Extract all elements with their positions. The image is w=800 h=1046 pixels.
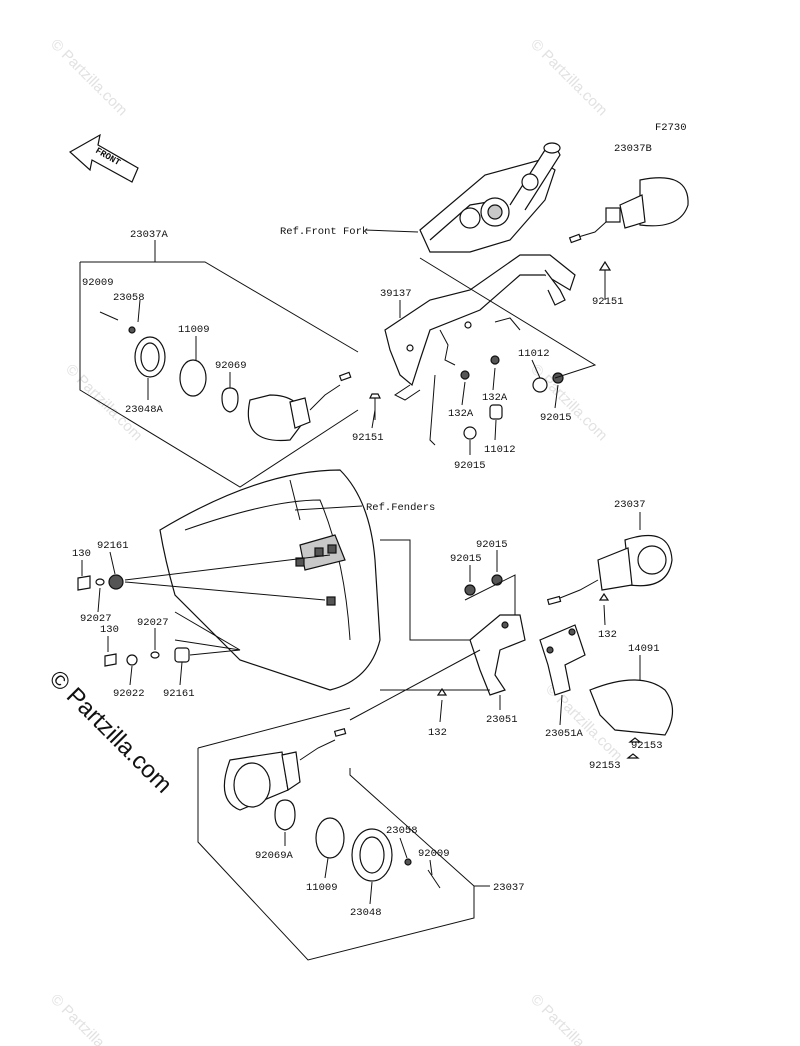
- label-23037A: 23037A: [130, 229, 169, 241]
- label-11012-lower: 11012: [484, 444, 516, 456]
- signal-23037B: [568, 177, 689, 244]
- label-92069A: 92069A: [255, 850, 294, 862]
- ref-fenders-label: Ref.Fenders: [366, 502, 435, 514]
- label-23037-right: 23037: [614, 499, 646, 511]
- label-23058-lower: 23058: [386, 825, 418, 837]
- label-92015-upper-right: 92015: [540, 412, 572, 424]
- watermark-main: © Partzilla.com: [44, 665, 177, 798]
- label-130-upper: 130: [72, 548, 91, 560]
- label-132A-left: 132A: [448, 408, 474, 420]
- part-labels: 23037B 23037A 92009 23058 11009 92069 23…: [72, 143, 663, 919]
- signal-23037A: [99, 311, 352, 442]
- front-fork: [419, 142, 561, 253]
- box-23037-lower: [197, 707, 490, 961]
- cover-14091: [589, 679, 674, 759]
- label-92151-upper: 92151: [592, 296, 624, 308]
- label-92153-left: 92153: [589, 760, 621, 772]
- label-23037B: 23037B: [614, 143, 652, 155]
- front-fender: [159, 469, 381, 691]
- label-132-left: 132: [428, 727, 447, 739]
- label-92161-upper: 92161: [97, 540, 129, 552]
- watermark-bottom-left: © Partzilla.com: [47, 991, 130, 1046]
- label-11012-upper: 11012: [518, 348, 550, 360]
- watermark-top-left: © Partzilla.com: [47, 36, 130, 119]
- label-23058-upper: 23058: [113, 292, 145, 304]
- watermark-mid-left: © Partzilla.com: [62, 361, 145, 444]
- box-23037A: [79, 240, 359, 488]
- label-23037-lower: 23037: [493, 882, 525, 894]
- label-11009-upper: 11009: [178, 324, 210, 336]
- mount-brackets: [436, 574, 610, 696]
- label-92027-upper: 92027: [80, 613, 112, 625]
- label-92153-right: 92153: [631, 740, 663, 752]
- label-132-right: 132: [598, 629, 617, 641]
- label-39137: 39137: [380, 288, 412, 300]
- label-23048A: 23048A: [125, 404, 164, 416]
- signal-23037-left: [223, 649, 481, 889]
- label-92027-lower: 92027: [137, 617, 169, 629]
- label-132A-right: 132A: [482, 392, 508, 404]
- label-92015-upper-left: 92015: [454, 460, 486, 472]
- label-92022: 92022: [113, 688, 145, 700]
- label-14091: 14091: [628, 643, 660, 655]
- label-23048: 23048: [350, 907, 382, 919]
- label-92151-lower: 92151: [352, 432, 384, 444]
- figure-code: F2730: [655, 122, 687, 134]
- label-92015-mid-left: 92015: [450, 553, 482, 565]
- label-130-lower: 130: [100, 624, 119, 636]
- label-23051: 23051: [486, 714, 518, 726]
- fasteners-left: [77, 554, 331, 667]
- label-92161-lower: 92161: [163, 688, 195, 700]
- reference-lines: [294, 229, 490, 691]
- label-11009-lower: 11009: [306, 882, 338, 894]
- fasteners-upper: [369, 257, 612, 446]
- signal-23037-right: [546, 534, 673, 606]
- label-92015-mid-right: 92015: [476, 539, 508, 551]
- watermark-bottom-right: © Partzilla.com: [527, 991, 610, 1046]
- ref-front-fork-label: Ref.Front Fork: [280, 226, 368, 238]
- label-92009-upper: 92009: [82, 277, 114, 289]
- label-leaders: [81, 280, 641, 905]
- bracket-39137: [384, 254, 576, 401]
- label-92069: 92069: [215, 360, 247, 372]
- label-92009-lower: 92009: [418, 848, 450, 860]
- front-arrow: FRONT: [68, 133, 139, 183]
- watermark-top-right: © Partzilla.com: [527, 36, 610, 119]
- label-23051A: 23051A: [545, 728, 584, 740]
